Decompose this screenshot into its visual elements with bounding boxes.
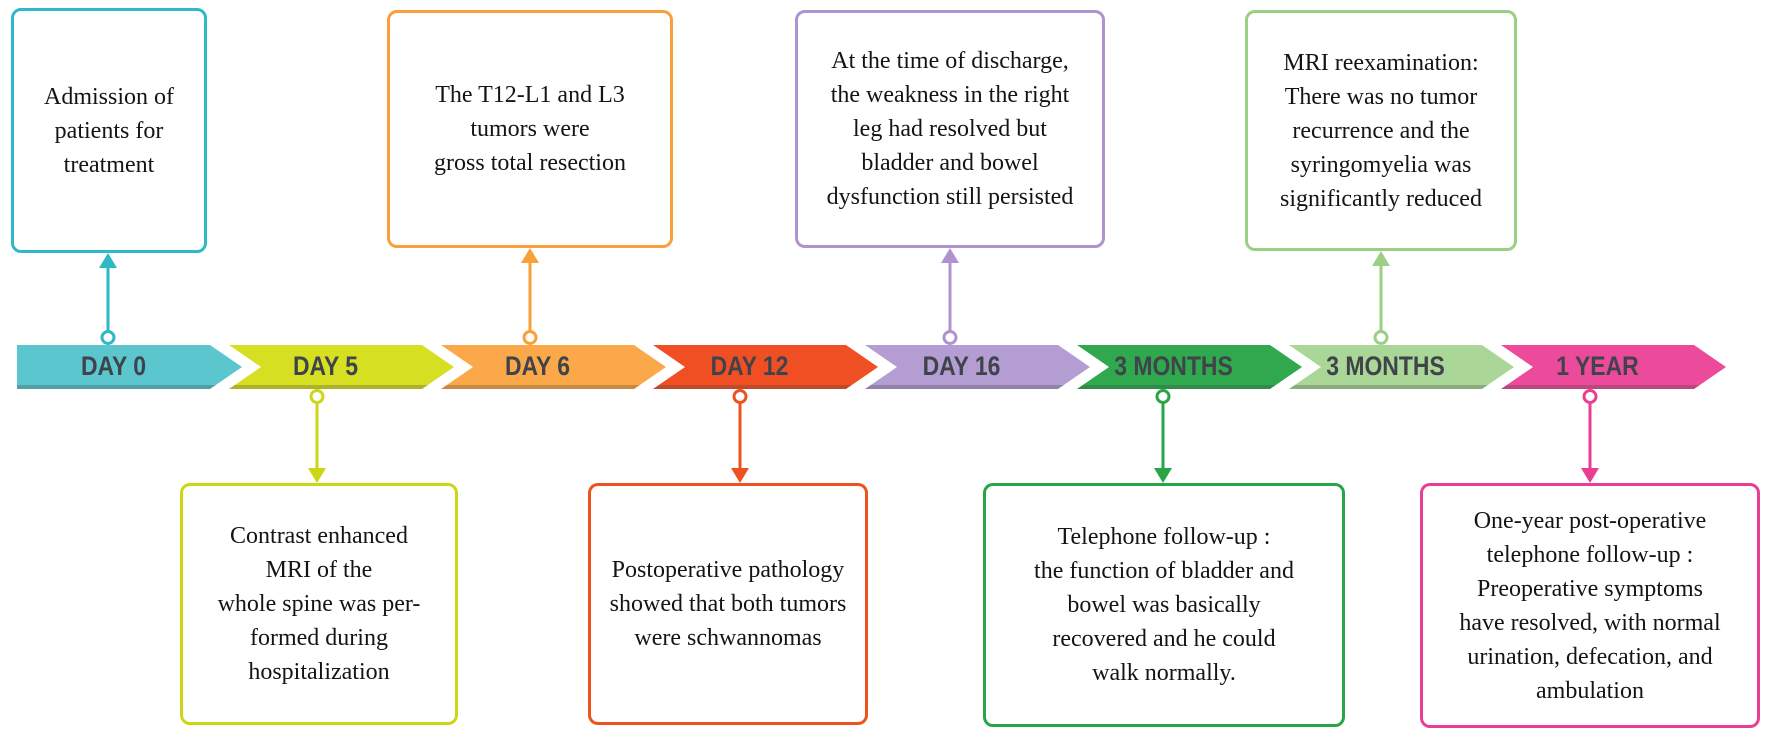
event-note-text: At the time of discharge, the weakness i… (826, 48, 1074, 210)
event-note-box: Admission of patients for treatment (11, 8, 207, 253)
arrow-down-icon (308, 468, 326, 483)
timeline-chevron: DAY 0 (17, 345, 242, 389)
event-note-box: Postoperative pathology showed that both… (588, 483, 868, 725)
connector (941, 248, 959, 345)
arrow-down-icon (1154, 468, 1172, 483)
connector (308, 389, 326, 483)
connector (731, 389, 749, 483)
event-note-text: Admission of patients for treatment (43, 83, 174, 178)
connector-stem (1161, 401, 1165, 470)
arrow-down-icon (731, 468, 749, 483)
arrow-down-icon (1581, 468, 1599, 483)
event-note-text: Telephone follow-up : the function of bl… (1034, 524, 1294, 686)
event-note-text: The T12-L1 and L3 tumors were gross tota… (434, 82, 626, 176)
arrow-up-icon (99, 253, 117, 268)
timeline-chevron: 3 MONTHS (1289, 345, 1514, 389)
connector (99, 253, 117, 345)
connector (1154, 389, 1172, 483)
event-note-box: One-year post-operative telephone follow… (1420, 483, 1760, 728)
event-note-text: MRI reexamination: There was no tumor re… (1280, 49, 1482, 212)
connector-stem (738, 401, 742, 470)
event-note-text: Postoperative pathology showed that both… (609, 557, 847, 651)
event-note-text: One-year post-operative telephone follow… (1459, 507, 1721, 704)
timeline-chevron-label: DAY 12 (710, 350, 789, 381)
arrow-up-icon (941, 248, 959, 263)
timeline-chevron-label: DAY 6 (504, 350, 571, 381)
connector-ring-icon (100, 330, 116, 345)
event-note-box: The T12-L1 and L3 tumors were gross tota… (387, 10, 673, 248)
timeline-chevron: DAY 6 (441, 345, 666, 389)
timeline-chevron: 3 MONTHS (1077, 345, 1302, 389)
timeline-chevron-label: DAY 16 (922, 350, 1001, 381)
timeline-chevron: DAY 5 (229, 345, 454, 389)
arrow-up-icon (521, 248, 539, 263)
connector-ring-icon (1373, 330, 1389, 345)
connector-stem (528, 261, 532, 333)
connector-ring-icon (1155, 389, 1171, 404)
event-note-text: Contrast enhanced MRI of the whole spine… (217, 523, 421, 685)
connector-stem (106, 266, 110, 333)
timeline-chevron: DAY 12 (653, 345, 878, 389)
event-note-box: At the time of discharge, the weakness i… (795, 10, 1105, 248)
connector-stem (1379, 264, 1383, 333)
event-note-box: MRI reexamination: There was no tumor re… (1245, 10, 1517, 251)
connector-ring-icon (942, 330, 958, 345)
connector-stem (1588, 401, 1592, 470)
connector-ring-icon (309, 389, 325, 404)
timeline-chevron-label: DAY 5 (292, 350, 359, 381)
timeline-chevron: DAY 16 (865, 345, 1090, 389)
timeline-chevron-label: 1 YEAR (1556, 350, 1639, 381)
event-note-box: Contrast enhanced MRI of the whole spine… (180, 483, 458, 725)
connector-ring-icon (522, 330, 538, 345)
connector (1581, 389, 1599, 483)
arrow-up-icon (1372, 251, 1390, 266)
connector-ring-icon (1582, 389, 1598, 404)
timeline-chevron-label: DAY 0 (80, 350, 147, 381)
connector (521, 248, 539, 345)
event-note-box: Telephone follow-up : the function of bl… (983, 483, 1345, 727)
timeline-chevron-label: 3 MONTHS (1114, 350, 1233, 381)
timeline-chevron-label: 3 MONTHS (1326, 350, 1445, 381)
connector-ring-icon (732, 389, 748, 404)
timeline-chevron: 1 YEAR (1501, 345, 1726, 389)
connector-stem (948, 261, 952, 333)
connector-stem (315, 401, 319, 470)
connector (1372, 251, 1390, 345)
